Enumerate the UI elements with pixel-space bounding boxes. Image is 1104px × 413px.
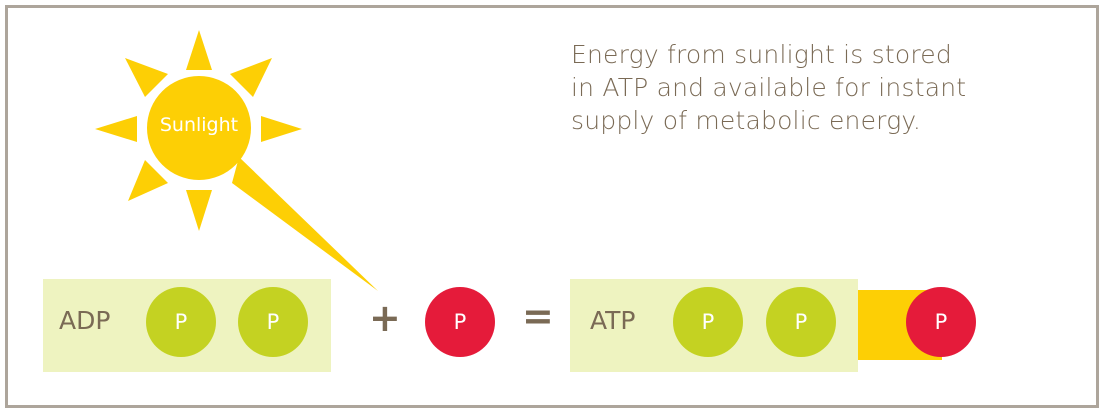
caption-line-1: Energy from sunlight is stored [571, 40, 952, 69]
atp-phosphate-1: P [673, 287, 743, 357]
caption-line-2: in ATP and available for instant [571, 73, 967, 102]
plus-sign: + [369, 296, 401, 340]
adp-label: ADP [59, 306, 111, 335]
atp-phosphate-2: P [766, 287, 836, 357]
caption-text: Energy from sunlight is stored in ATP an… [571, 38, 1011, 137]
sunlight-label: Sunlight [159, 114, 239, 136]
free-phosphate: P [425, 287, 495, 357]
equals-sign: = [522, 294, 554, 338]
atp-label: ATP [590, 306, 636, 335]
adp-phosphate-2: P [238, 287, 308, 357]
adp-phosphate-1: P [146, 287, 216, 357]
atp-high-energy-phosphate: P [906, 287, 976, 357]
caption-line-3: supply of metabolic energy. [571, 106, 921, 135]
